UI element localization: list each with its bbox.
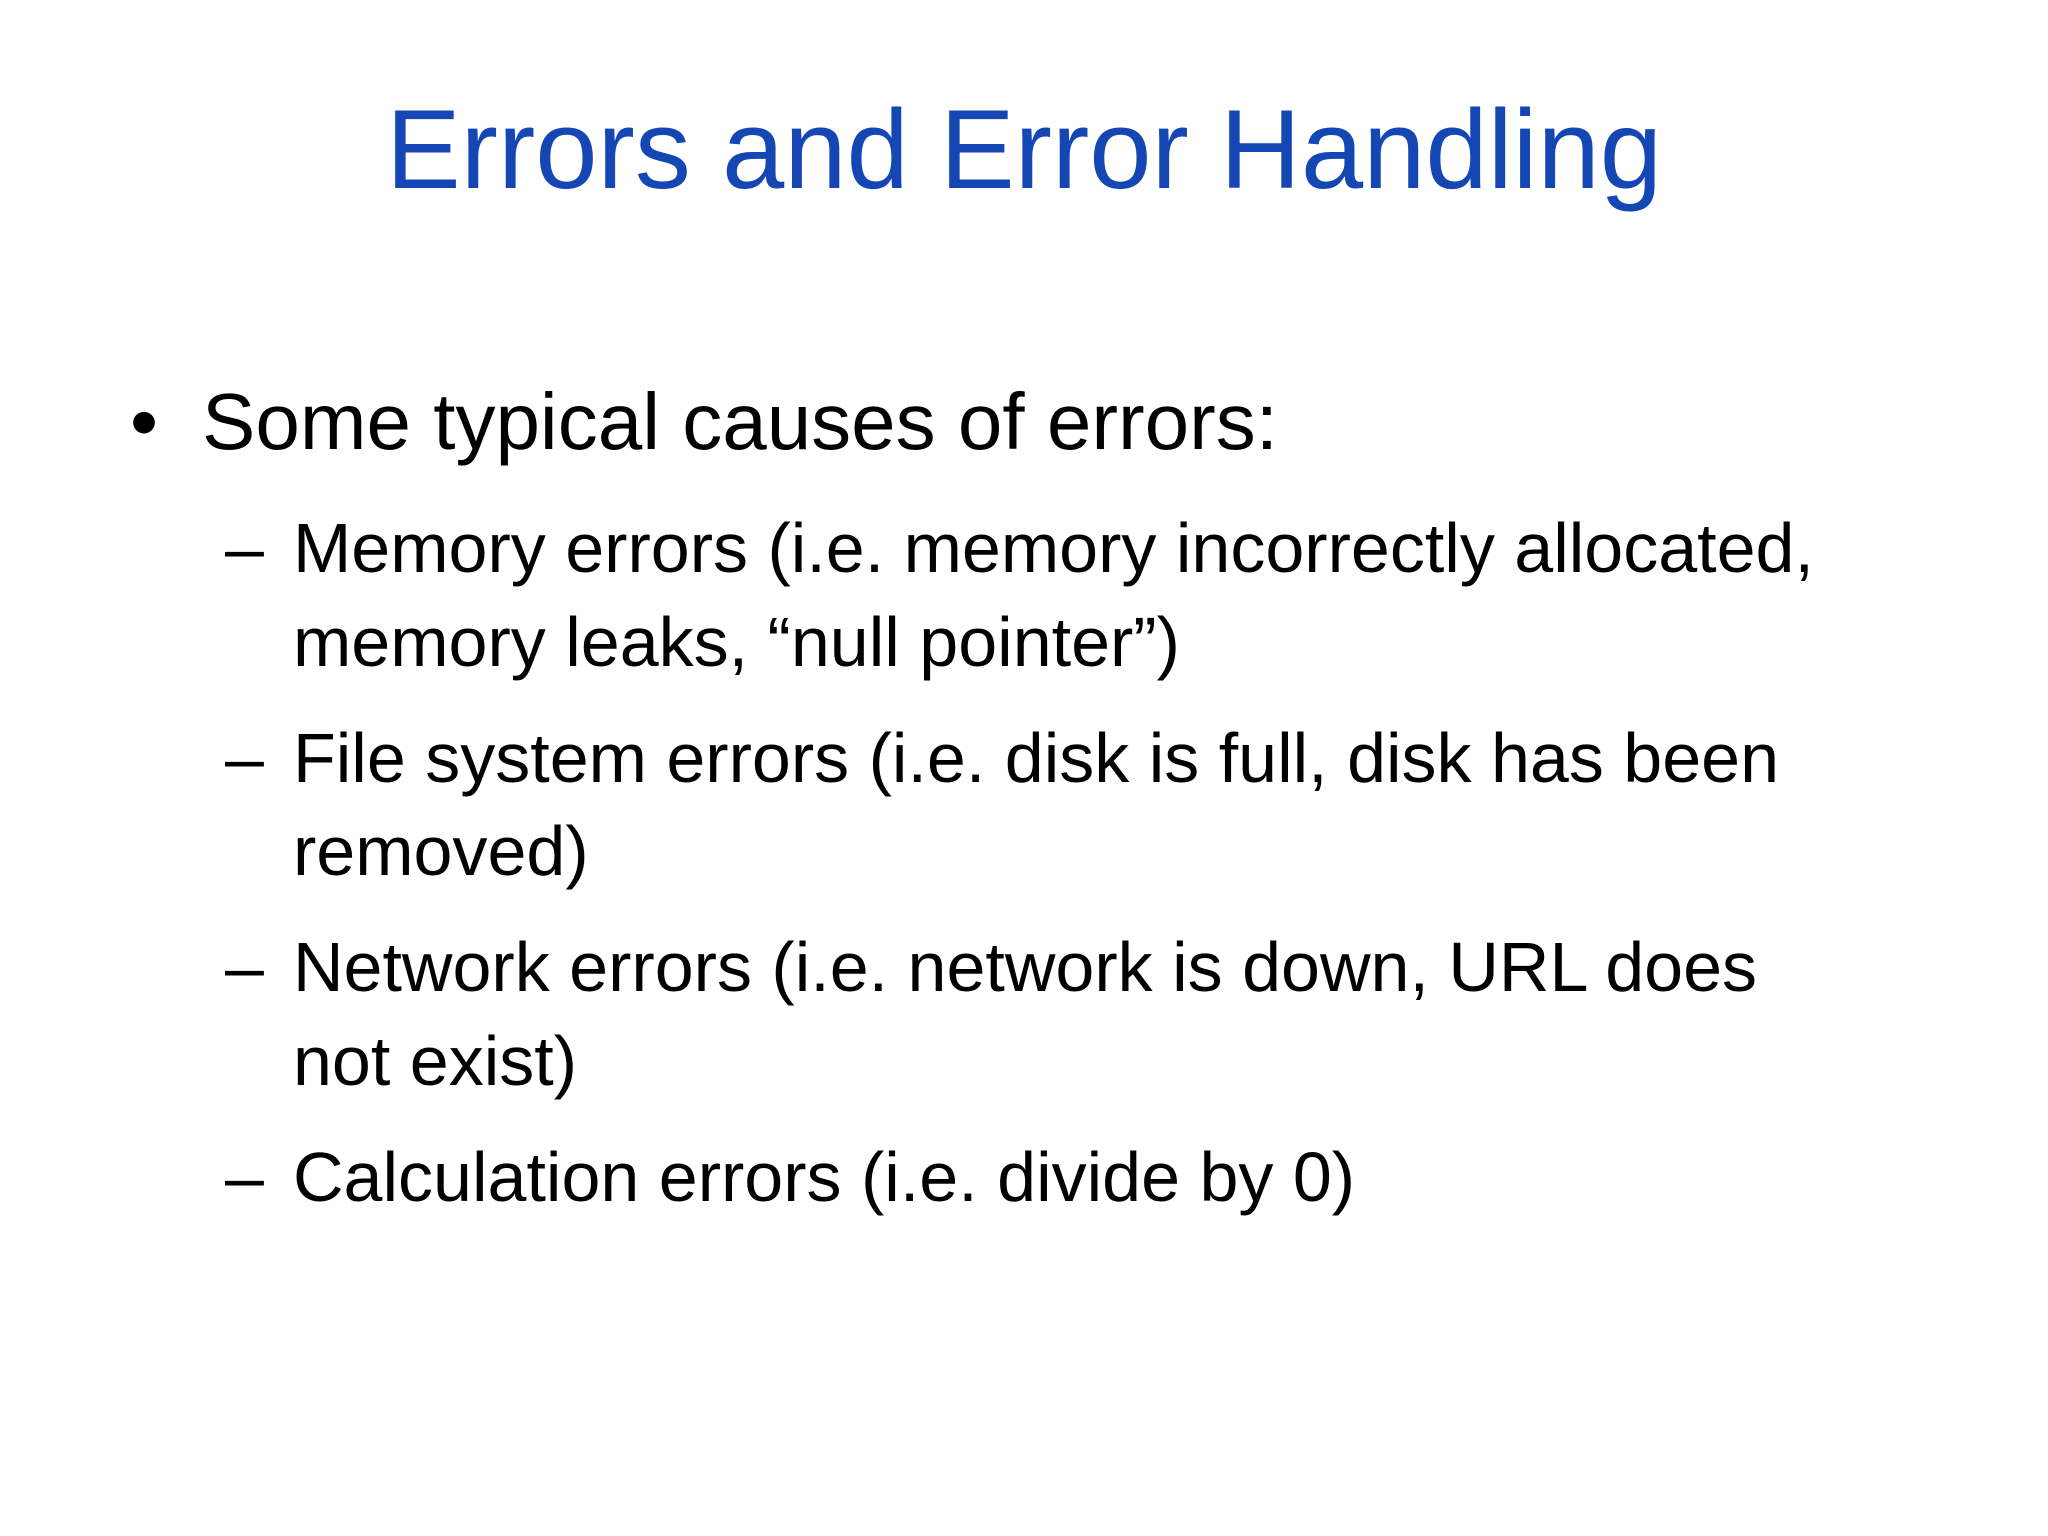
dash-bullet-icon: –: [225, 1137, 264, 1216]
dash-bullet-icon: –: [225, 718, 264, 797]
bullet-item: • Some typical causes of errors:: [130, 370, 1988, 474]
sub-bullet-text: Calculation errors (i.e. divide by 0): [293, 1137, 1356, 1216]
sub-bullet-text: Network errors (i.e. network is down, UR…: [293, 928, 1758, 1100]
bullet-text: Some typical causes of errors:: [202, 377, 1278, 466]
sub-bullet-text: Memory errors (i.e. memory incorrectly a…: [293, 509, 1814, 681]
sub-bullet-item: – Calculation errors (i.e. divide by 0): [225, 1131, 1988, 1225]
slide-body: • Some typical causes of errors: – Memor…: [130, 370, 1988, 1225]
dash-bullet-icon: –: [225, 509, 264, 587]
bullet-dot-icon: •: [130, 377, 159, 466]
sub-bullet-item: – File system errors (i.e. disk is full,…: [225, 712, 1988, 900]
sub-bullet-text: File system errors (i.e. disk is full, d…: [293, 718, 1780, 891]
sub-bullet-list: – Memory errors (i.e. memory incorrectly…: [225, 502, 1988, 1225]
sub-bullet-item: – Network errors (i.e. network is down, …: [225, 921, 1988, 1109]
sub-bullet-item: – Memory errors (i.e. memory incorrectly…: [225, 502, 1988, 690]
dash-bullet-icon: –: [225, 928, 264, 1007]
slide-title: Errors and Error Handling: [385, 87, 1663, 212]
